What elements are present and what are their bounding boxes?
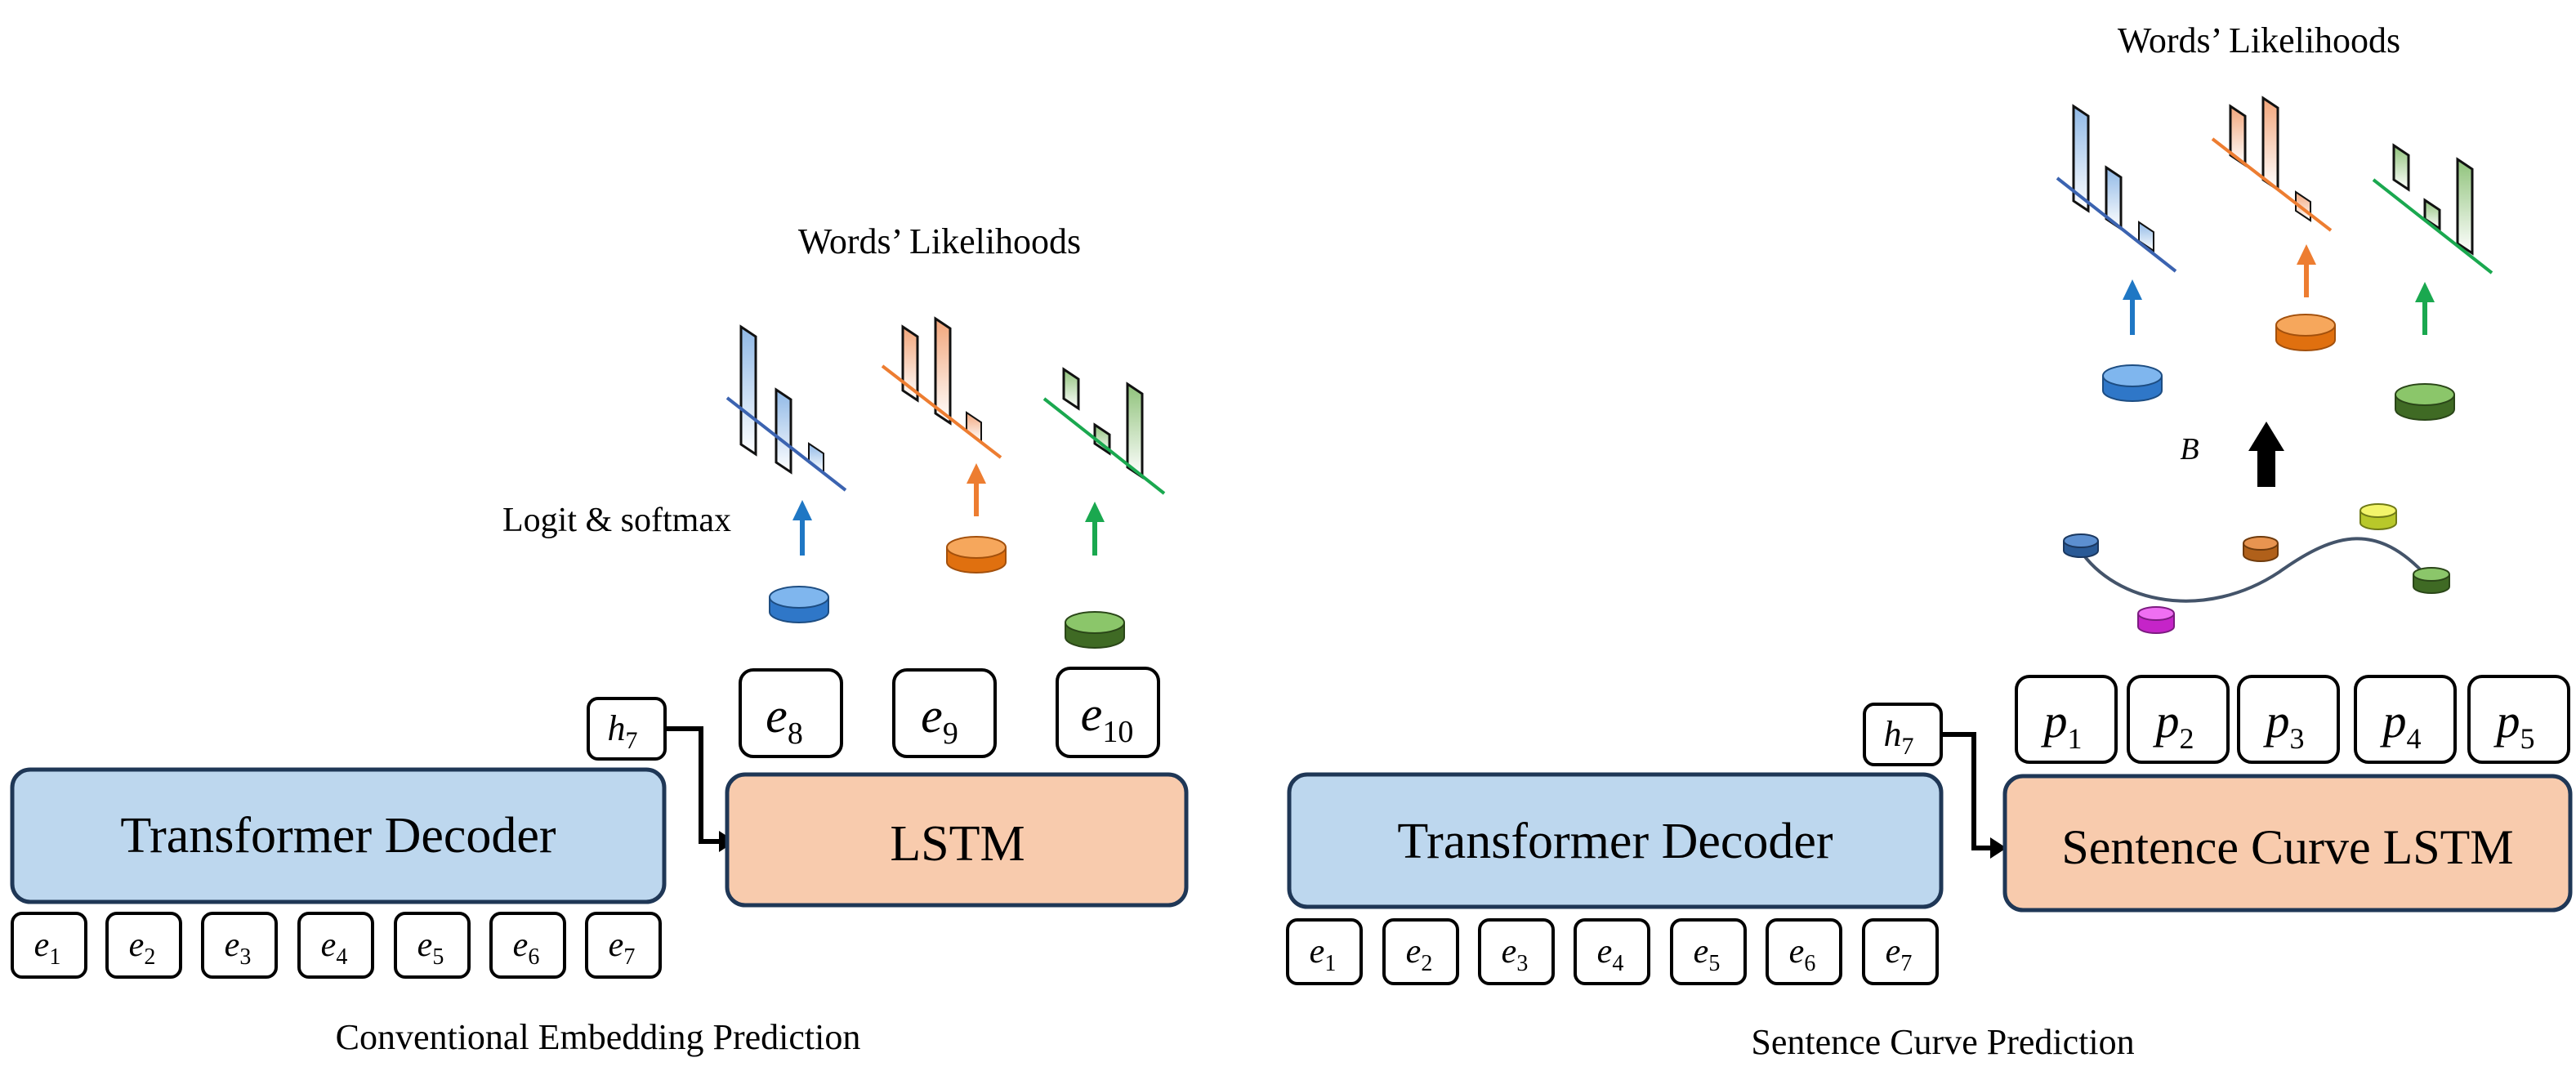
svg-text:h7: h7	[608, 708, 638, 754]
control-point-p5: p5	[2467, 675, 2570, 764]
left-hidden-state-h7: h7	[587, 697, 667, 761]
right-h7-connector	[1941, 732, 1993, 850]
curve-operator-label: B	[2180, 432, 2199, 466]
svg-text:e1: e1	[34, 926, 61, 970]
control-point-p1: p1	[2015, 675, 2118, 764]
svg-text:LSTM: LSTM	[890, 816, 1025, 872]
curve-point-orange	[2243, 536, 2279, 562]
svg-text:p4: p4	[2380, 694, 2422, 755]
svg-text:e1: e1	[1310, 933, 1337, 976]
right-histogram-green	[2372, 143, 2493, 274]
svg-text:p1: p1	[2041, 694, 2083, 755]
left-histogram-blue	[725, 324, 847, 492]
left-input-e6: e6	[489, 912, 566, 979]
right-h7-arrowhead	[1990, 837, 2007, 859]
svg-text:h7: h7	[1884, 714, 1914, 760]
right-disc-blue	[2102, 364, 2163, 402]
svg-text:p5: p5	[2493, 694, 2535, 755]
svg-text:e5: e5	[417, 926, 444, 970]
svg-text:e6: e6	[513, 926, 540, 970]
left-h7-connector	[665, 726, 722, 844]
right-panel: Words’ Likelihoods	[1286, 20, 2573, 1062]
left-input-e2: e2	[105, 912, 182, 979]
control-point-p2: p2	[2127, 675, 2230, 764]
right-input-e5: e5	[1670, 918, 1747, 985]
left-arrow-blue	[792, 500, 812, 556]
left-disc-orange	[946, 536, 1007, 574]
left-histogram-green	[1042, 367, 1166, 495]
left-input-e5: e5	[394, 912, 471, 979]
svg-text:e7: e7	[1886, 933, 1913, 976]
svg-text:e7: e7	[609, 926, 636, 970]
left-transformer-decoder: Transformer Decoder	[10, 767, 667, 904]
svg-text:e5: e5	[1694, 933, 1721, 976]
right-histogram-blue	[2056, 104, 2177, 273]
svg-text:p2: p2	[2153, 694, 2194, 755]
control-point-p3: p3	[2237, 675, 2340, 764]
svg-text:Transformer Decoder: Transformer Decoder	[120, 808, 556, 864]
svg-text:e2: e2	[1406, 933, 1433, 976]
svg-text:p3: p3	[2263, 694, 2305, 755]
right-transformer-decoder: Transformer Decoder	[1287, 772, 1944, 909]
output-embedding-e10: e10	[1056, 667, 1160, 758]
svg-text:Transformer Decoder: Transformer Decoder	[1397, 814, 1833, 869]
right-input-embeddings: e1 e2 e3 e4 e5 e6	[1286, 918, 1939, 985]
left-panel: Words’ Likelihoods Logit & softmax	[10, 221, 1189, 1057]
curve-evaluation-arrow	[2248, 422, 2284, 487]
right-arrow-green	[2415, 282, 2435, 335]
curve-point-blue	[2063, 533, 2099, 558]
right-input-e3: e3	[1478, 918, 1555, 985]
svg-text:e3: e3	[1502, 933, 1529, 976]
right-disc-green	[2395, 383, 2455, 421]
control-point-p4: p4	[2354, 675, 2457, 764]
logit-softmax-label: Logit & softmax	[502, 502, 731, 539]
left-arrow-green	[1085, 502, 1105, 556]
right-caption: Sentence Curve Prediction	[1751, 1022, 2134, 1062]
svg-text:Sentence Curve LSTM: Sentence Curve LSTM	[2061, 820, 2513, 874]
curve-point-green	[2413, 567, 2450, 594]
left-input-embeddings: e1 e2 e3 e4 e5 e6	[11, 912, 662, 979]
left-input-e7: e7	[585, 912, 662, 979]
sentence-curve	[2078, 537, 2428, 603]
left-likelihoods-title: Words’ Likelihoods	[798, 221, 1081, 261]
left-disc-green	[1065, 611, 1125, 649]
left-caption: Conventional Embedding Prediction	[336, 1017, 861, 1057]
right-arrow-orange	[2297, 244, 2316, 297]
svg-text:e10: e10	[1081, 687, 1134, 749]
right-histogram-orange	[2211, 96, 2333, 232]
svg-text:e4: e4	[321, 926, 348, 970]
left-disc-blue	[769, 586, 829, 623]
left-input-e4: e4	[297, 912, 374, 979]
left-lstm: LSTM	[725, 772, 1189, 908]
svg-text:e9: e9	[921, 689, 958, 751]
sentence-curve-lstm: Sentence Curve LSTM	[2002, 774, 2573, 913]
right-likelihoods-title: Words’ Likelihoods	[2118, 20, 2400, 60]
svg-text:e3: e3	[225, 926, 252, 970]
right-input-e2: e2	[1382, 918, 1459, 985]
right-input-e1: e1	[1286, 918, 1363, 985]
left-input-e1: e1	[11, 912, 87, 979]
curve-point-magenta	[2137, 606, 2175, 634]
left-histogram-orange	[881, 316, 1002, 459]
right-disc-orange	[2275, 314, 2336, 351]
svg-text:e6: e6	[1789, 933, 1816, 976]
right-input-e6: e6	[1766, 918, 1842, 985]
right-hidden-state-h7: h7	[1863, 703, 1943, 766]
output-embedding-e9: e9	[892, 668, 997, 758]
left-input-e3: e3	[201, 912, 278, 979]
right-input-e4: e4	[1574, 918, 1650, 985]
curve-point-yellow	[2359, 503, 2397, 530]
right-input-e7: e7	[1862, 918, 1939, 985]
left-arrow-orange	[967, 463, 986, 516]
svg-text:e2: e2	[129, 926, 156, 970]
svg-text:e8: e8	[766, 689, 803, 751]
svg-text:e4: e4	[1597, 933, 1624, 976]
output-embedding-e8: e8	[739, 668, 843, 758]
right-arrow-blue	[2123, 279, 2142, 335]
